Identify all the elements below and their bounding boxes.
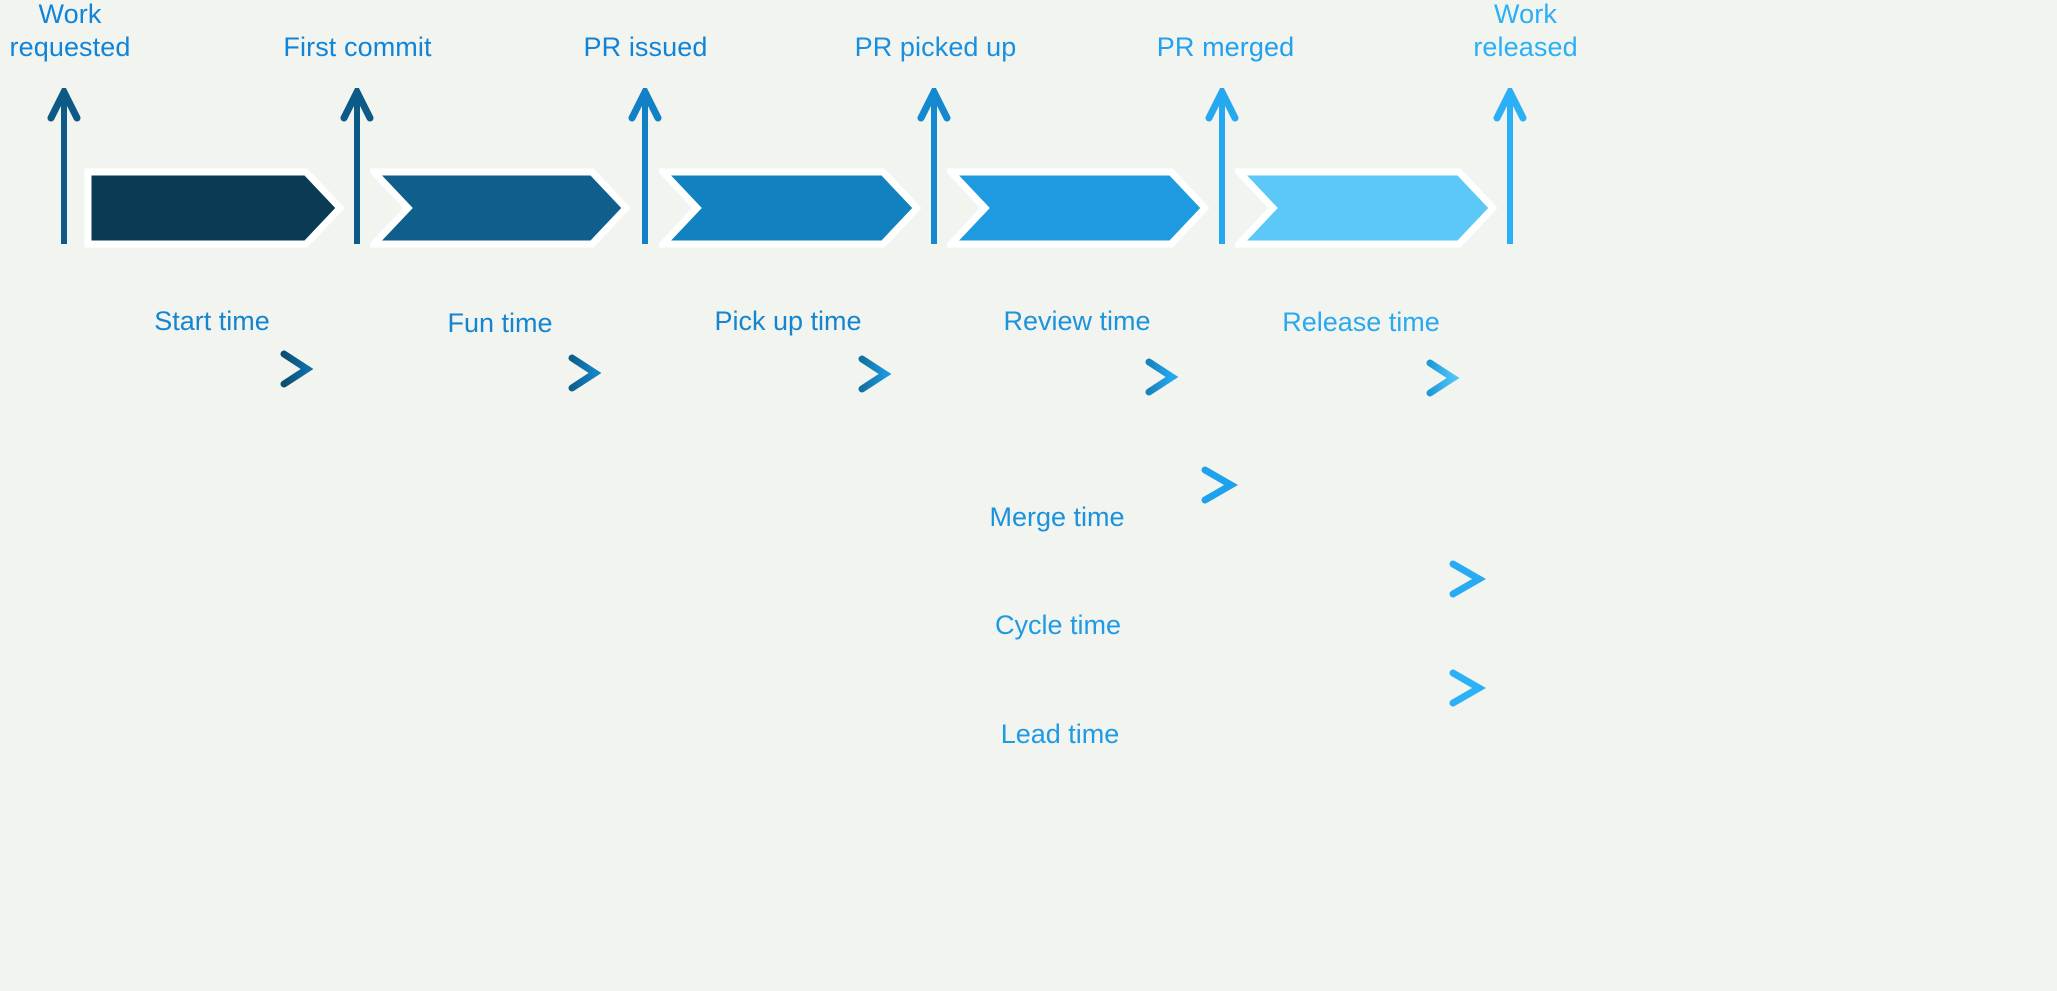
phase-label-fun-time: Fun time <box>447 308 553 338</box>
milestone-label-work-released: Work released <box>1473 0 1578 62</box>
stage-chevron-review-time[interactable] <box>947 168 1209 248</box>
phase-arrow-pick-up-time <box>686 353 892 395</box>
milestone-tick-first-commit <box>340 88 374 246</box>
milestone-label-pr-merged: PR merged <box>1156 32 1295 62</box>
stage-chevron-release-time[interactable] <box>1235 168 1497 248</box>
milestone-label-pr-picked-up: PR picked up <box>854 32 1017 62</box>
milestone-tick-pr-merged <box>1205 88 1239 246</box>
phase-arrow-review-time <box>977 356 1179 398</box>
milestone-label-work-requested: Work requested <box>9 0 131 62</box>
aggregate-arrow-merge-time <box>315 462 1239 508</box>
milestone-tick-pr-picked-up <box>917 88 951 246</box>
aggregate-label-merge-time: Merge time <box>989 502 1125 532</box>
milestone-tick-work-released <box>1493 88 1527 246</box>
aggregate-arrow-lead-time <box>8 665 1487 711</box>
phase-label-start-time: Start time <box>154 306 270 336</box>
phase-arrow-fun-time <box>400 352 602 394</box>
milestone-tick-pr-issued <box>628 88 662 246</box>
phase-label-pick-up-time: Pick up time <box>714 306 862 336</box>
stage-chevron-fun-time[interactable] <box>370 168 630 248</box>
phase-label-review-time: Review time <box>1003 306 1151 336</box>
stage-chevron-pick-up-time[interactable] <box>659 168 921 248</box>
milestone-label-pr-issued: PR issued <box>583 32 708 62</box>
aggregate-label-cycle-time: Cycle time <box>994 610 1122 640</box>
milestone-tick-work-requested <box>47 88 81 246</box>
stage-chevron-start-time[interactable] <box>84 168 344 248</box>
phase-arrow-start-time <box>112 348 314 390</box>
aggregate-label-lead-time: Lead time <box>1000 719 1120 749</box>
phase-arrow-release-time <box>1264 357 1460 399</box>
phase-label-release-time: Release time <box>1282 307 1440 337</box>
milestone-label-first-commit: First commit <box>283 32 432 62</box>
aggregate-arrow-cycle-time <box>315 556 1487 602</box>
